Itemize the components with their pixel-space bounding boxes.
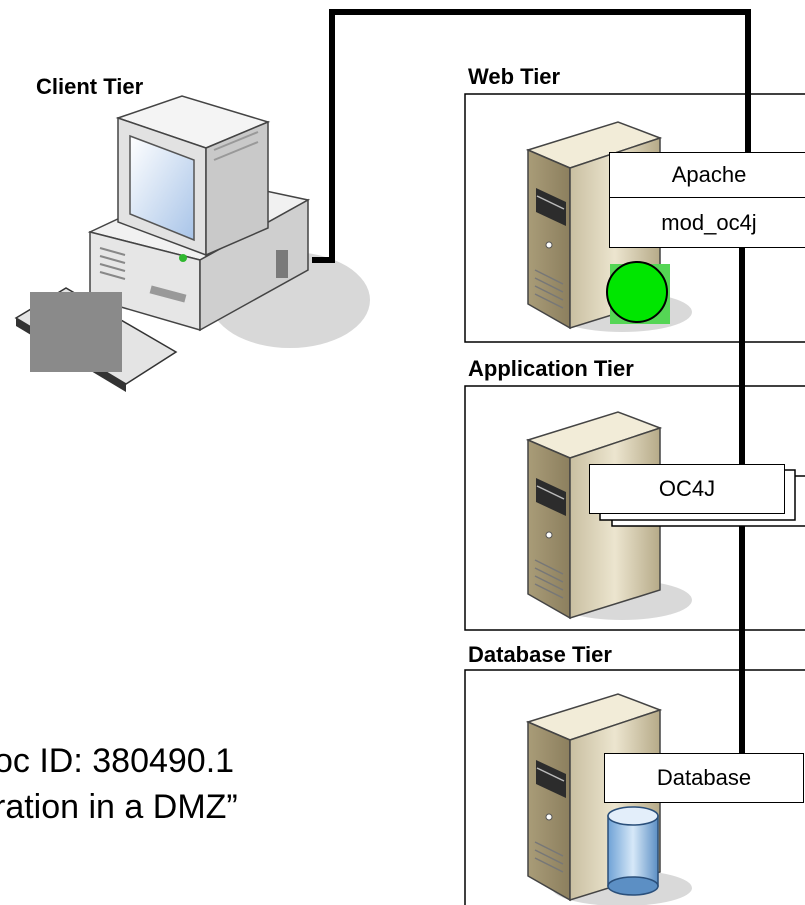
status-indicator-icon	[606, 261, 668, 323]
database-tier-label: Database Tier	[468, 642, 612, 667]
database-cylinder-icon	[607, 806, 659, 896]
database-tier-box	[464, 669, 805, 905]
application-tier-box	[464, 385, 805, 631]
client-web-connection	[312, 9, 751, 263]
client-tier-label: Client Tier	[36, 74, 144, 99]
doc-title-note: ration in a DMZ”	[0, 788, 238, 826]
web-tier-box	[464, 93, 805, 343]
application-tier-label: Application Tier	[468, 356, 634, 381]
database-component: Database	[604, 753, 804, 803]
apache-component: Apache	[609, 152, 805, 198]
mod-oc4j-component: mod_oc4j	[609, 197, 805, 248]
web-tier-label: Web Tier	[468, 64, 561, 89]
doc-id-note: oc ID: 380490.1	[0, 742, 235, 780]
oc4j-component: OC4J	[589, 464, 785, 514]
client-computer-icon	[14, 95, 370, 392]
